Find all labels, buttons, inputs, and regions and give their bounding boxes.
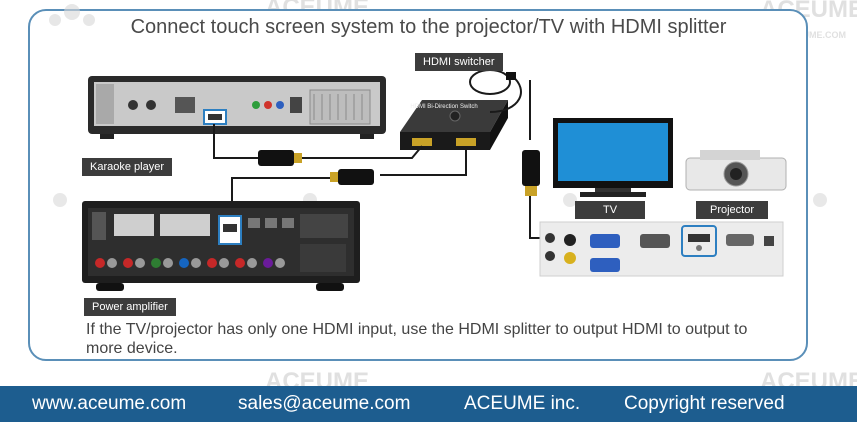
hdmi-plug-icon <box>258 72 540 196</box>
footer-company: ACEUME inc. <box>464 393 581 414</box>
footer-bar: www.aceume.com sales@aceume.com ACEUME i… <box>0 386 857 422</box>
projector-connector-panel <box>539 221 784 277</box>
power-amplifier-label: Power amplifier <box>84 298 176 316</box>
hdmi-cables <box>213 75 545 239</box>
hdmi-switcher-device: HDMI Bi-Direction Switch <box>400 100 508 150</box>
cable-coil <box>469 69 511 95</box>
diagram-note: If the TV/projector has only one HDMI in… <box>86 321 748 357</box>
projector-label: Projector <box>696 201 769 219</box>
karaoke-player-label: Karaoke player <box>82 158 172 176</box>
diagram-title: Connect touch screen system to the proje… <box>130 16 727 38</box>
power-amplifier-device <box>82 201 360 291</box>
tv-label: TV <box>575 201 646 219</box>
switch-box-text: HDMI Bi-Direction Switch <box>410 104 477 110</box>
footer-website-link[interactable]: www.aceume.com <box>32 393 187 414</box>
watermark-logo-icon <box>49 4 827 207</box>
speaker-terminals <box>95 258 285 268</box>
tv-device <box>553 118 673 197</box>
karaoke-player-device <box>88 76 386 139</box>
projector-hdmi-port-highlight <box>681 225 717 257</box>
footer-email-link[interactable]: sales@aceume.com <box>238 393 411 414</box>
hdmi-switcher-label: HDMI switcher <box>415 53 503 71</box>
footer-copyright: Copyright reserved <box>624 393 785 414</box>
projector-device <box>685 150 787 191</box>
